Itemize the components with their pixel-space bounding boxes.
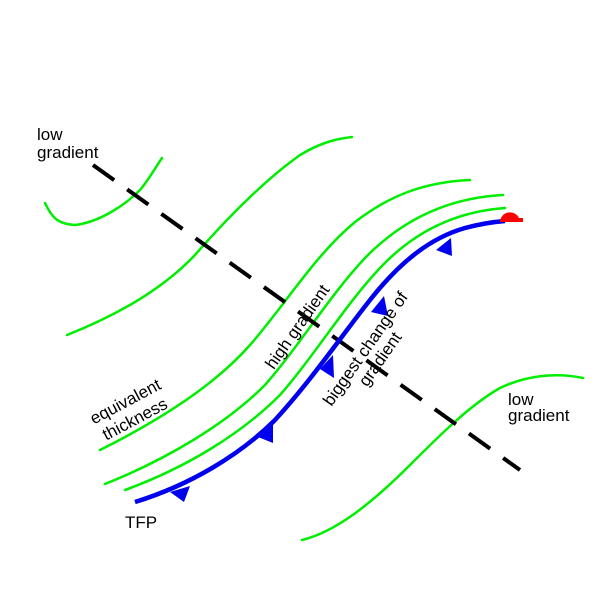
cold-front-line: [134, 218, 506, 505]
warm-front-semicircle-icon: [500, 212, 523, 222]
biggest-change-label: biggest change ofgradient: [319, 288, 426, 419]
cold-front-triangle-icon: [320, 355, 334, 378]
cross-section-line: [91, 163, 522, 472]
thickness-isoline-3: [98, 178, 472, 452]
cold-front-triangle-icon: [170, 486, 190, 502]
cold-front-triangle-icon: [436, 238, 452, 256]
thickness-isoline-6: [300, 373, 585, 542]
thickness-isoline-5: [123, 206, 507, 492]
thickness-isoline-1: [43, 156, 164, 227]
cold-front-triangle-icon: [258, 423, 273, 443]
tfp-label: TFP: [125, 513, 157, 532]
thickness-isoline-2: [65, 135, 354, 337]
cold-front-triangle-icon: [371, 296, 388, 316]
thickness-isoline-4: [103, 193, 505, 486]
